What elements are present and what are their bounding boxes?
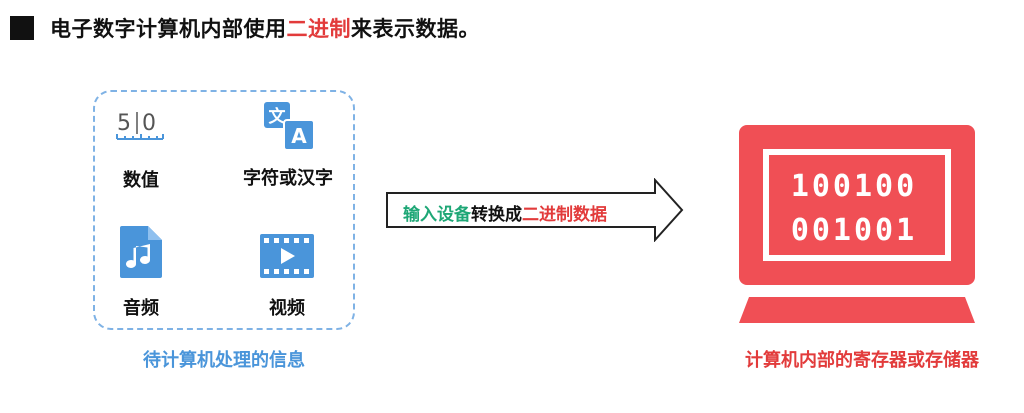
title-text-after: 来表示数据。 [351,17,480,41]
binary-line-2: 001001 [790,213,918,248]
video-icon [260,234,314,278]
music-file-icon [120,226,162,278]
right-caption: 计算机内部的寄存器或存储器 [745,350,979,371]
arrow-label-convert: 转换成 [471,205,522,225]
conversion-arrow: 输入设备转换成二进制数据 [385,177,685,246]
translate-icon-cn: 文 [269,106,287,127]
arrow-label-device: 输入设备 [403,205,471,225]
title-text-before: 电子数字计算机内部使用 [50,17,287,41]
laptop-icon [739,125,975,323]
information-group-box [93,90,355,330]
number-scale-icon: 5 0 [116,111,164,140]
title-text-highlight: 二进制 [286,17,351,41]
binary-line-1: 100100 [790,169,918,204]
info-item-number: 5 0 数值 [100,106,182,192]
arrow-label: 输入设备转换成二进制数据 [403,200,607,225]
info-label-audio: 音频 [123,298,159,319]
svg-text:0: 0 [142,111,156,136]
title-bullet-square [10,16,34,40]
translate-icon-en: A [291,124,307,148]
info-label-video: 视频 [269,298,305,319]
translate-icon: 文 A [264,102,315,151]
arrow-label-binary: 二进制数据 [522,205,607,225]
svg-text:5: 5 [117,111,131,136]
info-item-character: 文 A 字符或汉字 [228,100,348,190]
info-label-number: 数值 [123,170,159,191]
right-arrow-icon [386,177,684,243]
info-item-video: 视频 [244,232,330,320]
left-caption: 待计算机处理的信息 [143,350,305,371]
page-title: 电子数字计算机内部使用二进制来表示数据。 [10,13,480,43]
info-label-character: 字符或汉字 [243,168,333,189]
title-text: 电子数字计算机内部使用二进制来表示数据。 [50,13,480,43]
info-item-audio: 音频 [100,224,182,320]
